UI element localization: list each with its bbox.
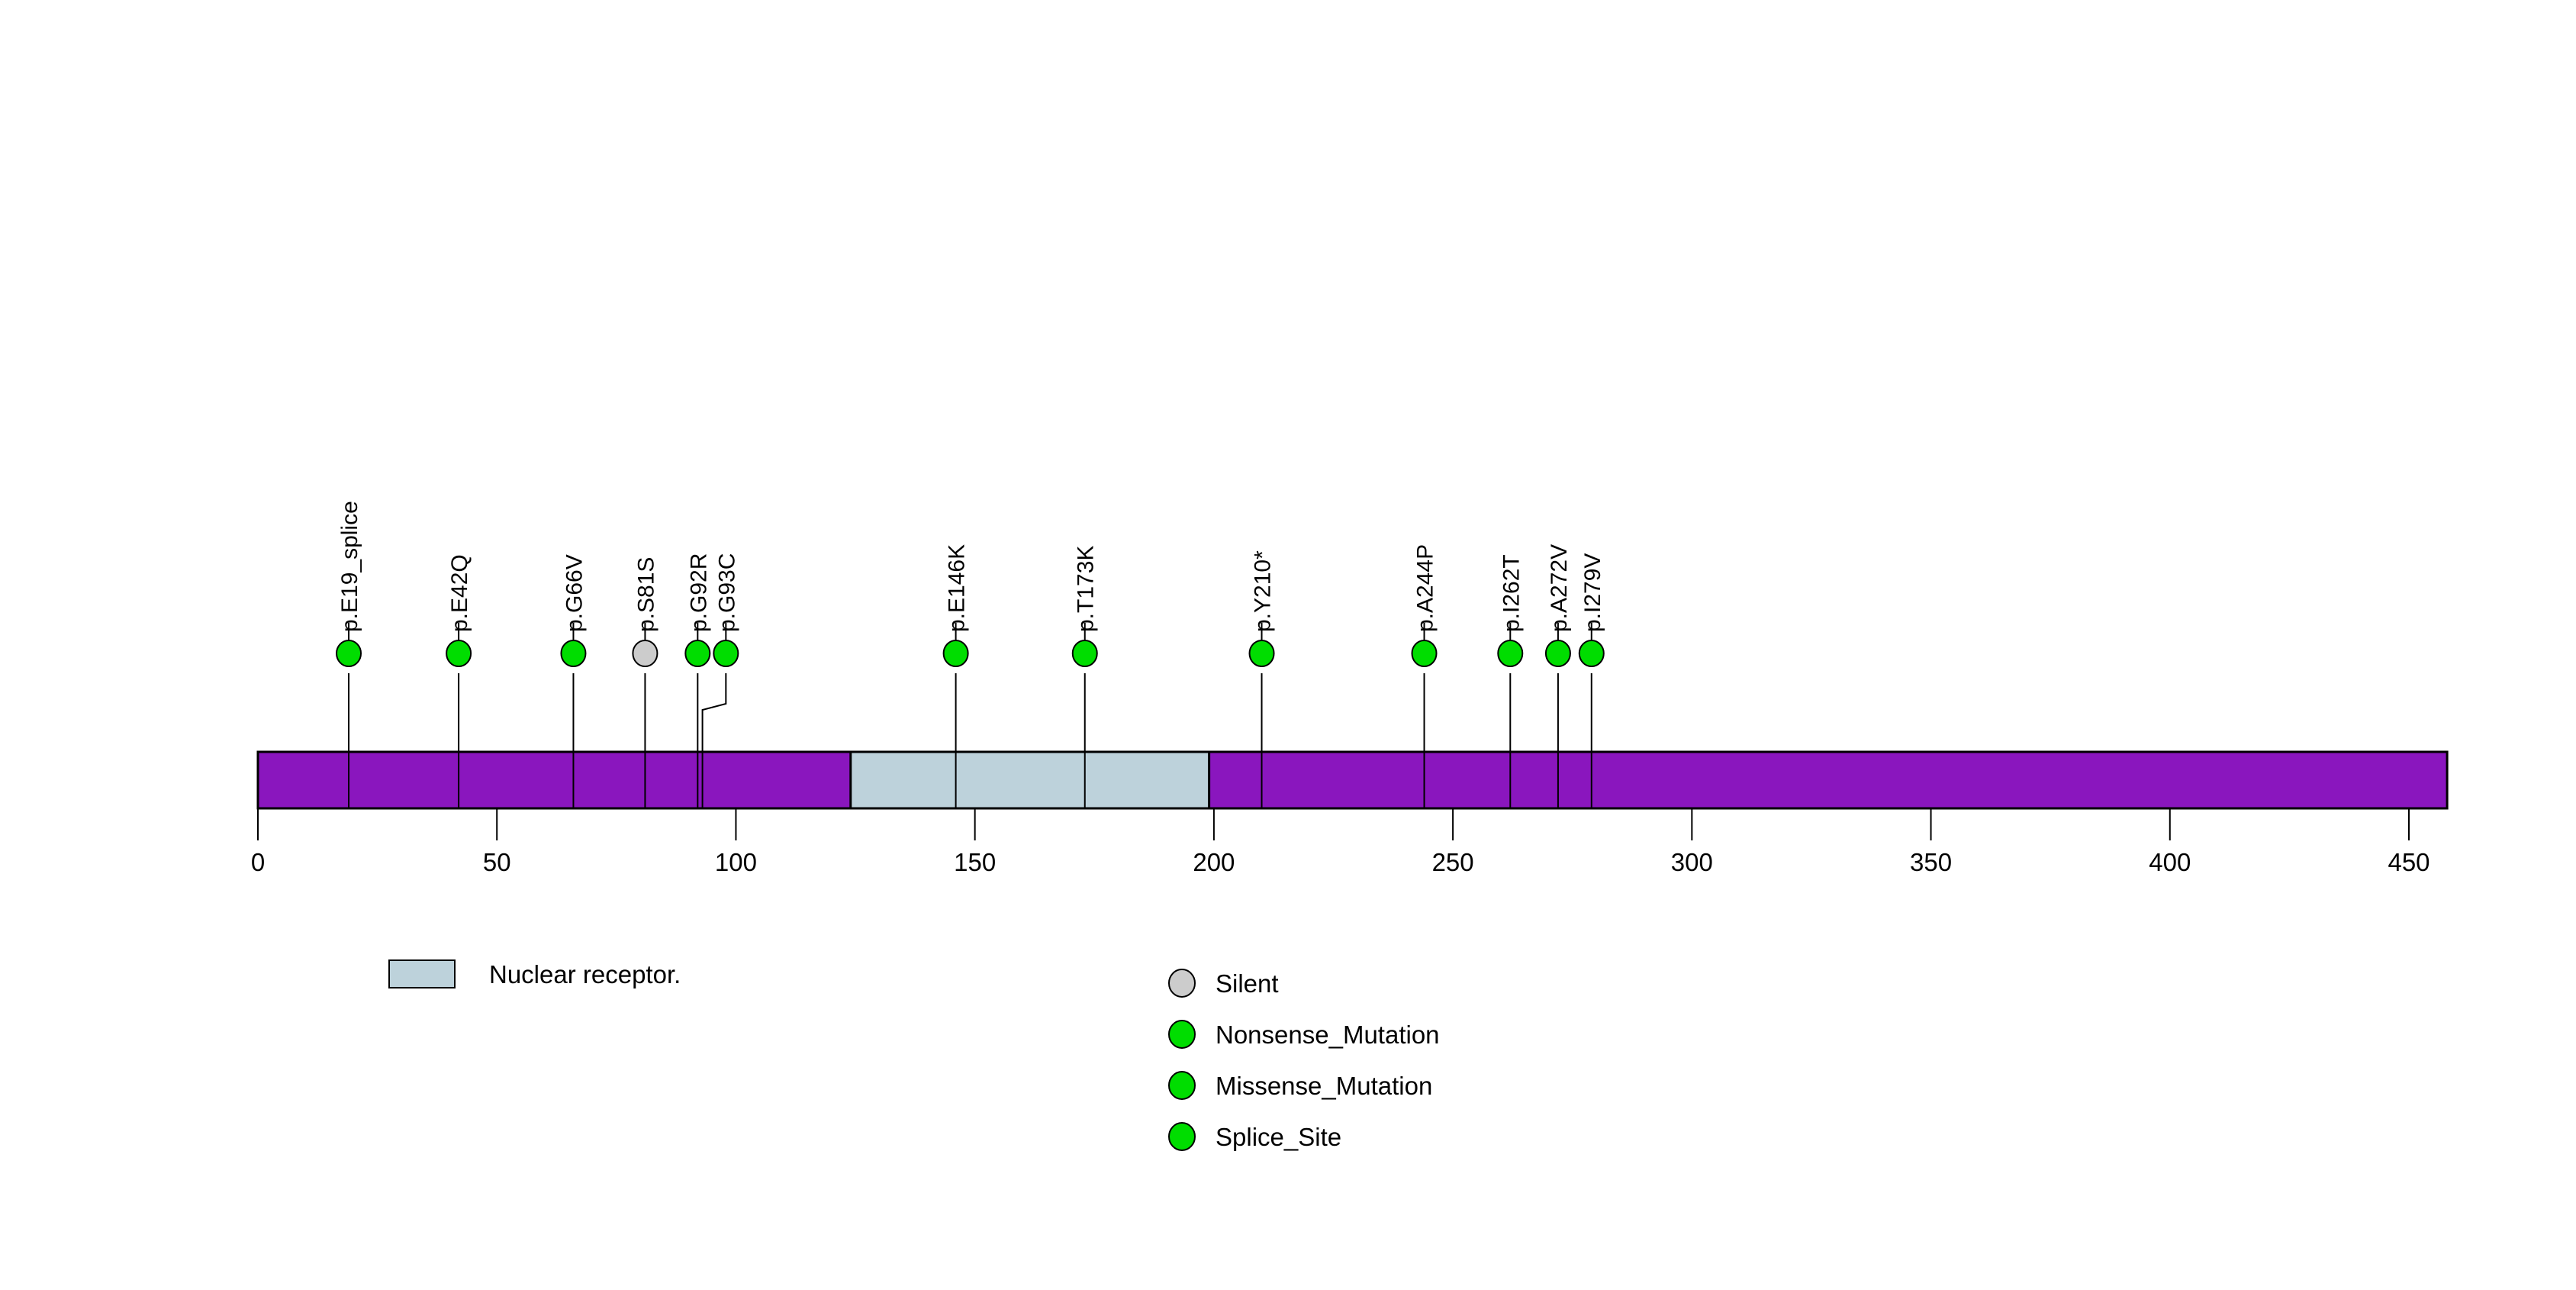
legend-mutation-swatch[interactable] [1168, 1071, 1196, 1100]
mutation-marker[interactable] [1544, 640, 1571, 667]
mutation-marker[interactable] [1497, 640, 1524, 667]
position-axis: 0 50 100 150 200 250 300 350 400 450 [251, 808, 2430, 876]
mutation-markers [336, 640, 1605, 667]
mutation-marker[interactable] [684, 640, 711, 667]
axis-tick-label: 450 [2388, 848, 2429, 876]
legend-domain-label: Nuclear receptor. [489, 960, 681, 988]
legend-mutation-label: Silent [1216, 969, 1279, 998]
axis-tick-label: 350 [1910, 848, 1952, 876]
mutation-marker[interactable] [1578, 640, 1605, 667]
axis-tick-label: 250 [1432, 848, 1474, 876]
chart-legend: Nuclear receptor. SilentNonsense_Mutation… [388, 959, 1440, 1151]
legend-mutation-label: Nonsense_Mutation [1216, 1021, 1440, 1049]
mutation-label: p.I279V [1580, 553, 1605, 632]
mutation-label: p.G93C [714, 553, 739, 632]
mutation-label: p.A272V [1547, 544, 1572, 632]
protein-backbone [256, 750, 2449, 810]
mutation-label: p.T173K [1074, 546, 1099, 632]
mutation-stem [701, 673, 727, 808]
mutation-marker[interactable] [446, 640, 472, 667]
mutation-marker[interactable] [713, 640, 739, 667]
mutation-label: p.E146K [945, 544, 970, 632]
mutation-marker[interactable] [1071, 640, 1098, 667]
protein-domain-track [256, 750, 2449, 810]
legend-domain-swatch[interactable] [388, 959, 456, 988]
axis-tick-label: 100 [715, 848, 757, 876]
axis-tick-label: 0 [251, 848, 265, 876]
legend-mutation-swatch[interactable] [1168, 1020, 1196, 1049]
mutation-marker[interactable] [1411, 640, 1438, 667]
mutation-marker[interactable] [1248, 640, 1275, 667]
legend-mutation-label: Missense_Mutation [1216, 1072, 1432, 1100]
legend-mutation-swatch[interactable] [1168, 1122, 1196, 1151]
mutation-label: p.I262T [1499, 554, 1524, 632]
mutation-label: p.E19_splice [337, 501, 362, 632]
mutation-marker[interactable] [336, 640, 362, 667]
protein-domain[interactable] [849, 750, 1211, 810]
legend-mutation-label: Splice_Site [1216, 1123, 1341, 1151]
axis-tick-label: 300 [1671, 848, 1713, 876]
mutation-label: p.G66V [562, 554, 587, 632]
mutation-label: p.A244P [1413, 544, 1438, 632]
axis-tick-label: 150 [954, 848, 996, 876]
mutation-label: p.S81S [633, 557, 658, 632]
mutation-marker[interactable] [942, 640, 969, 667]
mutation-label: p.Y210* [1251, 550, 1276, 632]
legend-mutation-swatch[interactable] [1168, 969, 1196, 998]
mutation-label: p.E42Q [447, 554, 472, 632]
mutation-marker[interactable] [632, 640, 658, 667]
axis-tick-label: 400 [2149, 848, 2191, 876]
axis-tick-label: 200 [1193, 848, 1235, 876]
mutation-label: p.G92R [686, 553, 711, 632]
mutation-stems [348, 623, 1592, 808]
mutation-marker[interactable] [560, 640, 587, 667]
axis-tick-label: 50 [483, 848, 511, 876]
